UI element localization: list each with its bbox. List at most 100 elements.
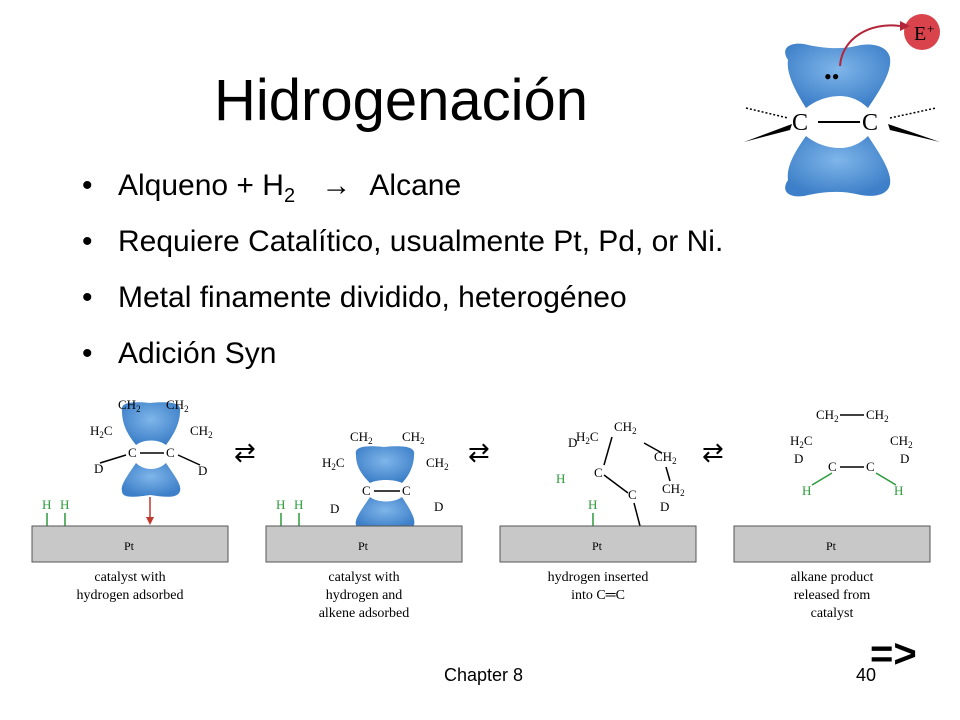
svg-text:H: H [802, 483, 811, 498]
equilibrium-arrow-icon: ⇄ [234, 438, 256, 467]
svg-text:CH2: CH2 [614, 419, 637, 436]
mechanism-panel-3: H2C CH2 CH2 CH2 D C C D H H Pt hydrogen … [499, 419, 697, 603]
svg-text:CH2: CH2 [402, 429, 425, 446]
svg-text:C: C [166, 445, 175, 460]
svg-text:D: D [794, 451, 803, 466]
next-slide-link[interactable]: => [870, 632, 917, 676]
svg-text:Pt: Pt [358, 539, 369, 553]
svg-text:H: H [276, 497, 285, 512]
svg-text:H: H [60, 497, 69, 512]
svg-text:H: H [588, 497, 597, 512]
wedge-bond [888, 124, 940, 142]
reaction-arrow-icon: → [321, 169, 352, 202]
svg-text:alkane product: alkane product [791, 570, 874, 585]
svg-text:released from: released from [794, 588, 871, 603]
bullet-item: • Alqueno + H2 → Alcane [82, 168, 723, 224]
svg-text:H: H [556, 471, 565, 486]
svg-text:H: H [294, 497, 303, 512]
svg-text:Pt: Pt [124, 539, 135, 553]
electrophile-charge: + [927, 21, 934, 36]
svg-text:hydrogen adsorbed: hydrogen adsorbed [77, 588, 184, 603]
svg-text:catalyst with: catalyst with [94, 570, 165, 585]
svg-text:Pt: Pt [592, 539, 603, 553]
svg-text:CH2: CH2 [166, 397, 189, 414]
pi-orbital-icon [121, 463, 181, 497]
mechanism-panel-1: CH2 CH2 H2C CH2 C C D D H H Pt catalyst … [31, 397, 229, 603]
bullet-text: Requiere Catalítico, usualmente Pt, Pd, … [118, 225, 724, 258]
svg-text:catalyst: catalyst [811, 606, 854, 621]
svg-text:H2C: H2C [90, 423, 113, 440]
svg-text:C: C [402, 483, 411, 498]
svg-text:D: D [900, 451, 909, 466]
svg-text:CH2: CH2 [654, 449, 677, 466]
svg-text:D: D [568, 435, 577, 450]
svg-text:C: C [628, 487, 637, 502]
svg-text:H: H [42, 497, 51, 512]
svg-text:CH2: CH2 [350, 429, 373, 446]
svg-text:D: D [94, 461, 103, 476]
bullet-text-pre: Alqueno + H [118, 169, 284, 202]
svg-text:hydrogen inserted: hydrogen inserted [548, 570, 649, 585]
wedge-bond [744, 124, 792, 142]
footer-chapter: Chapter 8 [444, 665, 524, 685]
svg-text:C: C [828, 459, 837, 474]
bullet-text: Metal finamente dividido, heterogéneo [118, 281, 627, 314]
hydrogenation-mechanism-figure: CH2 CH2 H2C CH2 C C D D H H Pt catalyst … [31, 397, 931, 621]
svg-text:C: C [866, 459, 875, 474]
svg-text:CH2: CH2 [866, 407, 889, 424]
svg-text:catalyst with: catalyst with [328, 570, 399, 585]
mechanism-panel-2: CH2 CH2 H2C CH2 C C D D H H Pt catalyst … [265, 429, 463, 621]
svg-text:CH2: CH2 [190, 423, 213, 440]
pi-orbital-icon [355, 497, 415, 529]
svg-text:D: D [330, 501, 339, 516]
bullet-item: • Metal finamente dividido, heterogéneo [82, 280, 723, 336]
svg-text:D: D [198, 463, 207, 478]
svg-text:CH2: CH2 [426, 455, 449, 472]
lone-pair-dots: •• [824, 64, 839, 89]
svg-text:D: D [660, 499, 669, 514]
pi-orbital-diagram: E + •• C C [744, 14, 940, 197]
bullet-dot: • [82, 337, 93, 370]
svg-text:C: C [128, 445, 137, 460]
bullet-text: Adición Syn [118, 337, 277, 370]
svg-text:H2C: H2C [576, 429, 599, 446]
pi-orbital-lower-lobe [785, 136, 891, 197]
equilibrium-arrow-icon: ⇄ [468, 438, 490, 467]
arrow-head-icon [900, 21, 910, 31]
platinum-surface [499, 525, 697, 563]
svg-text:CH2: CH2 [816, 407, 839, 424]
hashed-bond [745, 107, 789, 119]
pi-orbital-upper-lobe [785, 43, 891, 108]
atom-c-left: C [792, 110, 808, 136]
svg-text:CH2: CH2 [890, 433, 913, 450]
footer-page-number: 40 [856, 665, 877, 685]
svg-text:CH2: CH2 [118, 397, 141, 414]
electrophile-label: E [914, 23, 926, 45]
electrophile-circle [904, 14, 940, 50]
svg-text:D: D [434, 499, 443, 514]
hashed-bond [889, 107, 937, 119]
mechanism-panel-4: CH2 CH2 H2C CH2 D D C C H H Pt alkane pr… [733, 407, 931, 621]
svg-text:alkene adsorbed: alkene adsorbed [319, 606, 410, 621]
atom-c-right: C [862, 110, 878, 136]
pi-orbital-icon [121, 402, 181, 445]
svg-text:C: C [362, 483, 371, 498]
bullet-dot: • [82, 281, 93, 314]
bullet-subscript: 2 [283, 185, 296, 207]
svg-text:H2C: H2C [790, 433, 813, 450]
slide-title: Hidrogenación [214, 68, 589, 133]
bullet-item: • Adición Syn [82, 336, 723, 392]
bullet-text-post: Alcane [369, 169, 462, 202]
svg-text:H: H [894, 483, 903, 498]
svg-text:C: C [594, 465, 603, 480]
bullet-list: • Alqueno + H2 → Alcane • Requiere Catalí… [82, 168, 723, 392]
svg-text:Pt: Pt [826, 539, 837, 553]
svg-text:hydrogen and: hydrogen and [326, 588, 403, 603]
equilibrium-arrow-icon: ⇄ [702, 438, 724, 467]
bullet-dot: • [82, 169, 93, 202]
svg-text:into C═C: into C═C [571, 588, 625, 603]
curved-arrow-icon [839, 24, 901, 67]
platinum-surface [31, 525, 229, 563]
svg-text:H2C: H2C [322, 455, 345, 472]
platinum-surface [265, 525, 463, 563]
